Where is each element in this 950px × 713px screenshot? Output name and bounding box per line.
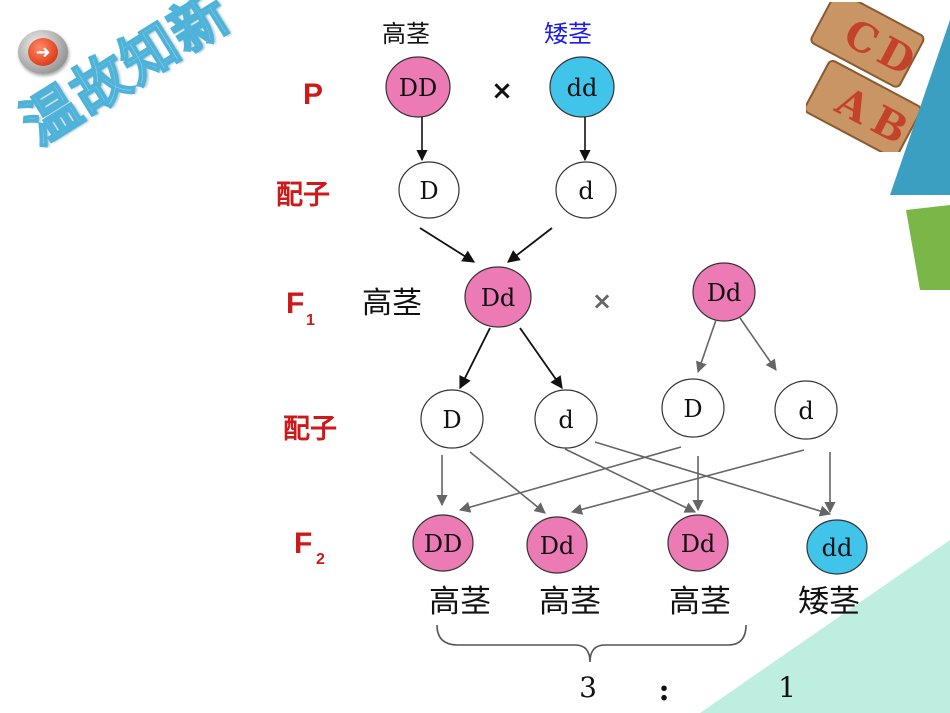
row-label-f2: F bbox=[294, 527, 312, 560]
ratio-dwarf: 1 bbox=[778, 671, 796, 704]
parent-tall-genotype: DD bbox=[399, 74, 437, 102]
gamete-f1-right-d-upper: D bbox=[683, 395, 702, 423]
f1-phenotype-label: 高茎 bbox=[362, 286, 422, 321]
gamete-p-d-lower-circle bbox=[555, 161, 617, 219]
arrow-cross-d-to-dd-3 bbox=[564, 448, 697, 513]
corner-shape-green bbox=[906, 205, 950, 290]
arrow-cross-d-to-dd-4 bbox=[594, 441, 832, 517]
parent-dwarf-label: 矮茎 bbox=[544, 20, 592, 48]
f1-circle bbox=[464, 266, 532, 328]
parent-tall-circle bbox=[385, 56, 451, 118]
f1-partner-genotype: Dd bbox=[707, 279, 742, 307]
gamete-f1-left-d-upper: D bbox=[442, 406, 461, 434]
f2-phenotype-2: 高茎 bbox=[539, 584, 601, 620]
f2-circle-2 bbox=[526, 516, 588, 574]
f2-phenotype-4: 矮茎 bbox=[798, 584, 860, 620]
gamete-f1-left-d-lower-circle bbox=[534, 389, 598, 449]
f2-circle-3 bbox=[667, 514, 729, 572]
f2-genotype-3: Dd bbox=[681, 530, 716, 558]
arrow-cross-partner-d-to-dd-2 bbox=[570, 449, 805, 515]
f2-genotype-2: Dd bbox=[540, 532, 575, 560]
gamete-f1-right-d-upper-circle bbox=[661, 378, 725, 438]
arrow-partner-to-gamete-d-lower bbox=[739, 317, 777, 371]
f2-genotype-4: dd bbox=[822, 534, 853, 562]
arrow-gamete-to-f1-left bbox=[419, 227, 476, 263]
arrow-f1-to-gamete-d-upper bbox=[459, 327, 491, 390]
f2-circle-1 bbox=[412, 514, 474, 572]
gamete-p-d-upper: D bbox=[419, 177, 438, 205]
corner-triangle-blue bbox=[890, 20, 950, 195]
ratio-tall: 3 bbox=[579, 671, 597, 704]
arrow-partner-to-gamete-d-upper bbox=[696, 319, 717, 374]
parent-dwarf-genotype: dd bbox=[567, 74, 598, 102]
gamete-f1-right-d-lower: d bbox=[798, 397, 813, 425]
gamete-f1-left-d-lower: d bbox=[558, 406, 573, 434]
arrow-right-icon: ➜ bbox=[28, 38, 58, 66]
abc-blocks-decoration: C D A B bbox=[806, 2, 925, 152]
f2-circle-4 bbox=[806, 519, 868, 575]
gamete-f1-right-d-lower-circle bbox=[774, 380, 838, 440]
f2-genotype-1: DD bbox=[424, 530, 462, 558]
gamete-f1-left-d-upper-circle bbox=[420, 389, 484, 449]
arrow-gamete-to-f1-right bbox=[507, 227, 553, 263]
arrow-cross-d-to-dd-2 bbox=[469, 451, 546, 514]
row-label-p: P bbox=[303, 78, 323, 111]
f2-phenotype-3: 高茎 bbox=[669, 584, 731, 620]
grouping-brace bbox=[436, 624, 747, 663]
f1-partner-circle bbox=[692, 262, 756, 322]
arrow-f1-to-gamete-d-lower bbox=[519, 327, 563, 390]
gamete-p-d-lower: d bbox=[578, 177, 593, 205]
parent-cross-symbol: × bbox=[491, 76, 513, 106]
f1-genotype: Dd bbox=[481, 284, 516, 312]
parent-tall-label: 高茎 bbox=[382, 20, 430, 48]
f2-phenotype-1: 高茎 bbox=[429, 584, 491, 620]
arrow-cross-partner-d-to-dd bbox=[458, 446, 682, 513]
ratio-separator: : bbox=[658, 673, 669, 708]
row-label-gamete-2: 配子 bbox=[283, 414, 337, 444]
f1-cross-symbol: × bbox=[592, 287, 612, 315]
row-label-f2-sub: 2 bbox=[316, 551, 325, 568]
row-label-gamete-1: 配子 bbox=[276, 180, 330, 210]
row-label-f1-sub: 1 bbox=[306, 312, 315, 329]
nav-next-button[interactable]: ➜ bbox=[18, 30, 68, 74]
gamete-p-d-upper-circle bbox=[398, 161, 460, 219]
row-label-f1: F bbox=[286, 287, 304, 320]
parent-dwarf-circle bbox=[549, 56, 615, 118]
corner-triangle-mint bbox=[700, 540, 950, 713]
